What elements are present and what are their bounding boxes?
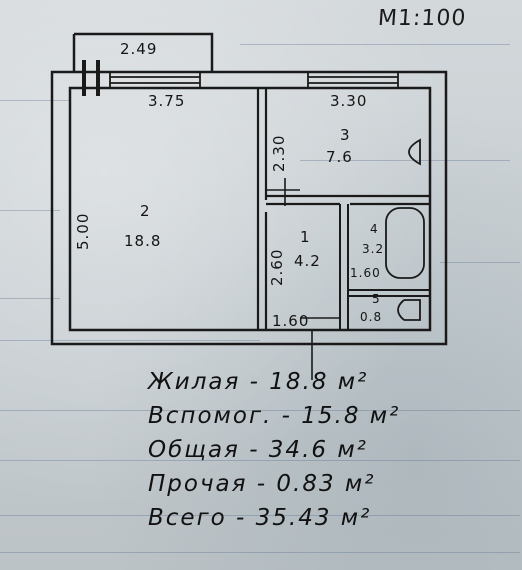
room5-area: 0.8 (360, 310, 383, 324)
room4-area: 3.2 (362, 242, 385, 256)
form-line (0, 410, 520, 411)
room3-number: 3 (340, 126, 351, 144)
balcony-outline (74, 32, 214, 72)
dim-room3-width: 3.30 (330, 92, 368, 110)
dim-hall-height: 2.60 (268, 248, 286, 286)
partition-3-hall (266, 194, 430, 206)
room1-area: 4.2 (294, 252, 321, 270)
form-line (0, 210, 60, 211)
dim-room2-width: 3.75 (148, 92, 186, 110)
dim-room3-height: 2.30 (270, 134, 288, 172)
outer-wall-inner (68, 86, 432, 332)
dim-bath-width: 1.60 (350, 266, 381, 280)
summary-total: Общая - 34.6 м² (148, 437, 368, 463)
room4-number: 4 (370, 222, 379, 236)
form-line (240, 44, 510, 45)
form-line (0, 340, 260, 341)
form-line (0, 100, 70, 101)
form-line (0, 515, 520, 516)
form-line (440, 262, 520, 263)
area-summary: Жилая - 18.8 м² Вспомог. - 15.8 м² Общая… (148, 365, 400, 535)
balcony-post (82, 60, 86, 96)
toilet (397, 299, 421, 321)
room5-number: 5 (372, 292, 381, 306)
sink (408, 138, 421, 166)
outer-wall-outer (50, 70, 448, 346)
summary-living: Жилая - 18.8 м² (148, 369, 369, 395)
form-line (300, 160, 510, 161)
summary-other: Прочая - 0.83 м² (148, 471, 376, 497)
summary-auxiliary: Вспомог. - 15.8 м² (148, 403, 401, 429)
form-line (0, 298, 60, 299)
room2-number: 2 (140, 202, 151, 220)
form-line (0, 460, 520, 461)
partition-bath (339, 204, 349, 330)
partition-wc (348, 289, 430, 297)
window-room2 (109, 72, 201, 88)
form-line (0, 552, 520, 553)
room1-number: 1 (300, 228, 311, 246)
dim-balcony: 2.49 (120, 40, 158, 58)
window-room3 (307, 72, 399, 88)
room2-area: 18.8 (124, 232, 162, 250)
dim-room2-height: 5.00 (74, 212, 92, 250)
bathtub (385, 207, 425, 279)
summary-grand-total: Всего - 35.43 м² (148, 505, 372, 531)
dim-bottom-width: 1.60 (272, 312, 310, 330)
partition-2-3 (256, 88, 268, 330)
room3-area: 7.6 (326, 148, 353, 166)
